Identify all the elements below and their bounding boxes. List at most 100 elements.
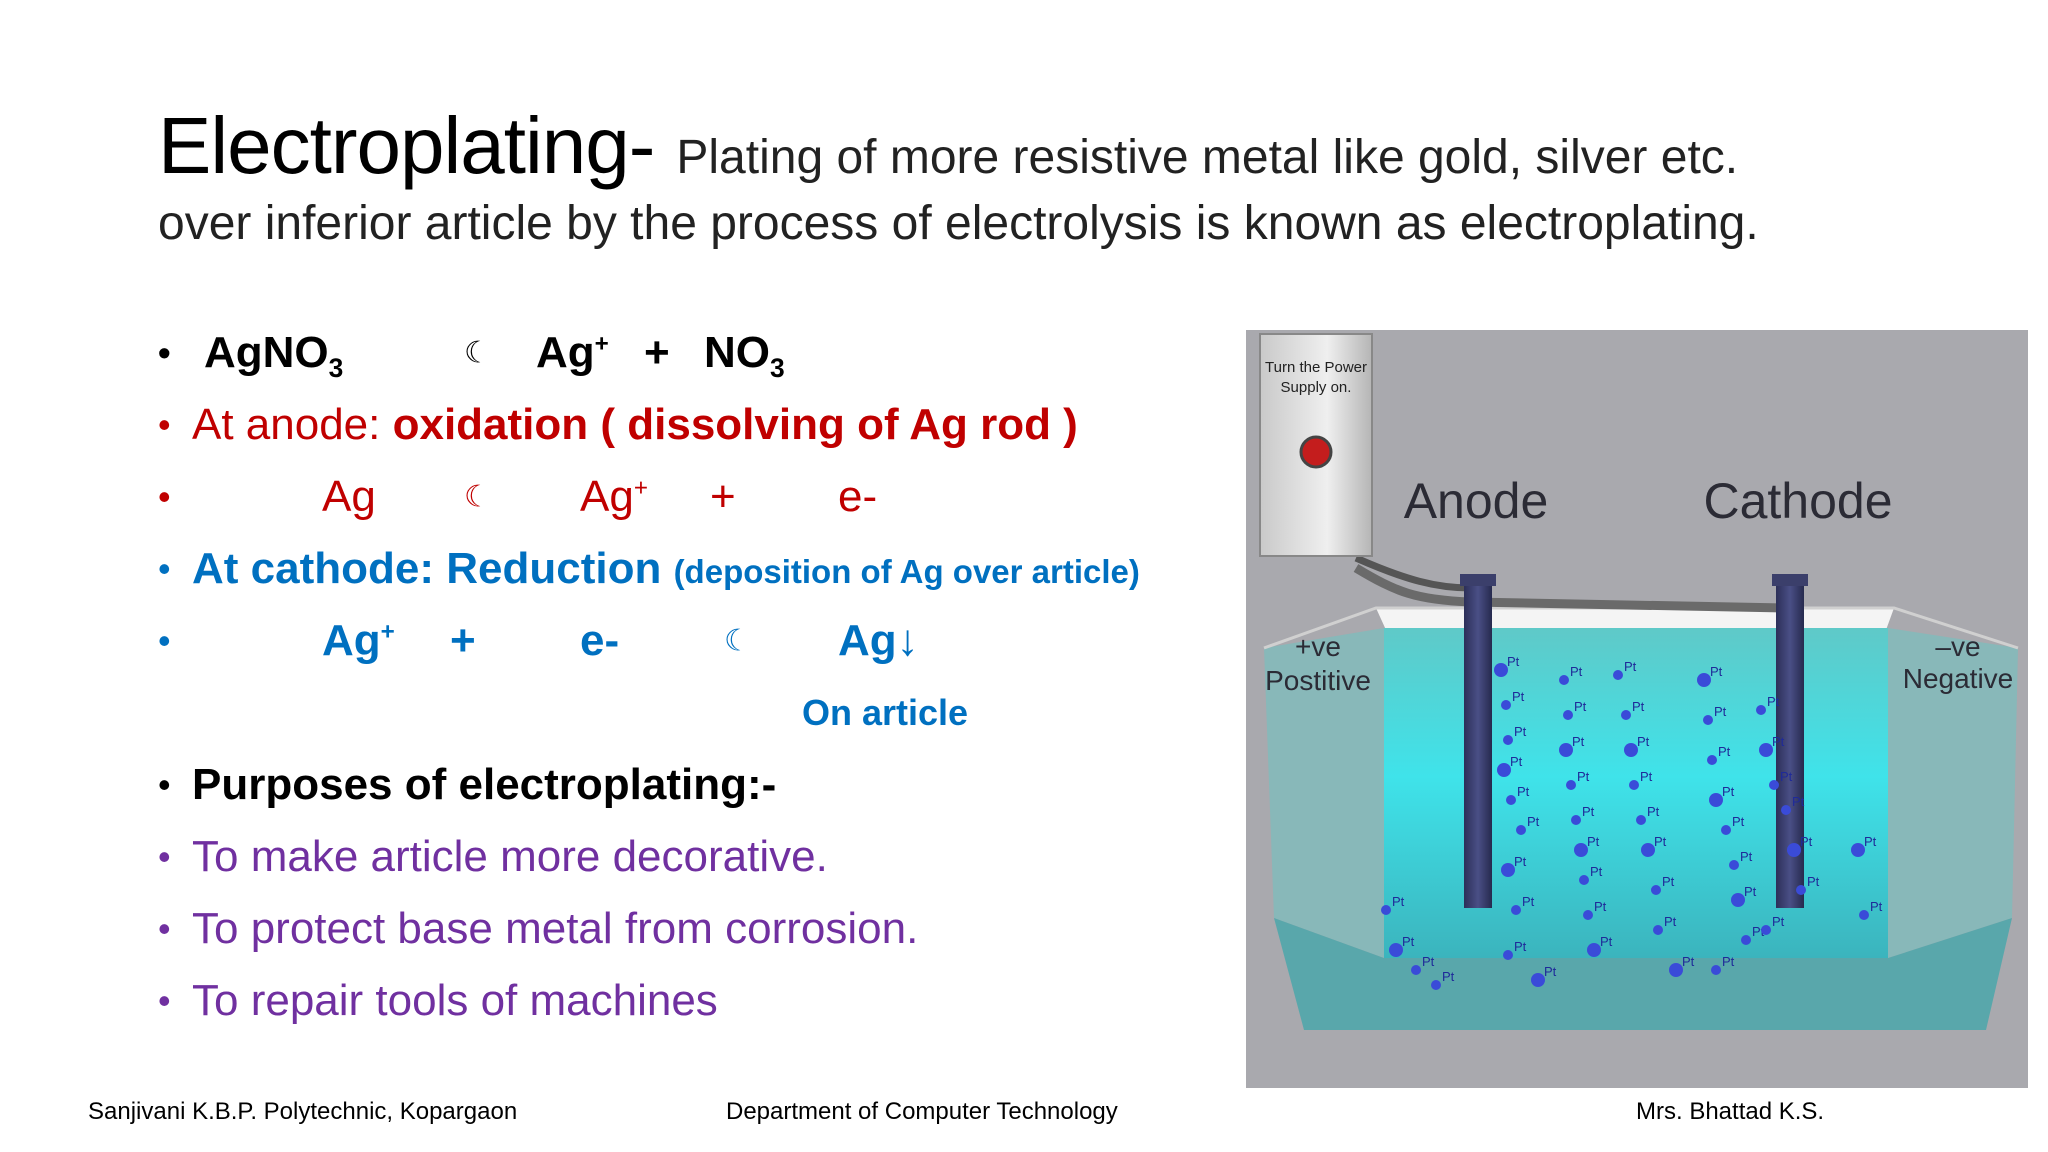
- ion-dot: [1587, 943, 1601, 957]
- reactant-ag: Ag: [322, 472, 376, 521]
- purpose-item-text: To repair tools of machines: [192, 976, 718, 1025]
- ion-dot: [1566, 780, 1576, 790]
- ion-dot: [1621, 710, 1631, 720]
- anode-label: Anode: [1404, 473, 1549, 529]
- ion-label: Pt: [1807, 874, 1820, 889]
- ion-dot: [1636, 815, 1646, 825]
- product-electron: e-: [838, 472, 878, 521]
- ion-label: Pt: [1800, 834, 1813, 849]
- ion-label: Pt: [1587, 834, 1600, 849]
- ion-label: Pt: [1514, 854, 1527, 869]
- bullet-reaction-silver-nitrate: • AgNO3 ☾ Ag+ + NO3: [158, 318, 785, 388]
- bullet-reaction-reduction: • Ag+ + e- ☾ Ag↓: [158, 606, 919, 676]
- ion-label: Pt: [1640, 769, 1653, 784]
- ion-dot: [1411, 965, 1421, 975]
- connecting-wire: [1353, 564, 1787, 613]
- ion-dot: [1559, 743, 1573, 757]
- ion-label: Pt: [1710, 664, 1723, 679]
- title-main: Electroplating-: [158, 101, 655, 190]
- ion-dot: [1711, 965, 1721, 975]
- ion-label: Pt: [1422, 954, 1435, 969]
- purpose-item-text: To make article more decorative.: [192, 832, 828, 881]
- plus-sign: +: [710, 472, 736, 521]
- anode-text: At anode: oxidation ( dissolving of Ag r…: [192, 400, 1078, 450]
- bullet-dot: •: [158, 836, 171, 877]
- power-button-icon: [1299, 435, 1333, 469]
- ion-label: Pt: [1442, 969, 1455, 984]
- footer-institution: Sanjivani K.B.P. Polytechnic, Kopargaon: [88, 1098, 518, 1125]
- ion-dot: [1641, 843, 1655, 857]
- bullet-reaction-oxidation: • Ag ☾ Ag+ + e-: [158, 462, 877, 532]
- ion-dot: [1516, 825, 1526, 835]
- ion-label: Pt: [1594, 899, 1607, 914]
- ion-label: Pt: [1752, 924, 1765, 939]
- ion-dot: [1796, 885, 1806, 895]
- cathode-label: Cathode: [1703, 473, 1892, 529]
- power-label-line-2: Supply on.: [1281, 379, 1352, 396]
- ion-dot: [1697, 673, 1711, 687]
- ion-dot: [1511, 905, 1521, 915]
- ion-label: Pt: [1590, 864, 1603, 879]
- tank-right-wall: [1888, 628, 2018, 958]
- ion-dot: [1729, 860, 1739, 870]
- ion-dot: [1613, 670, 1623, 680]
- ion-label: Pt: [1572, 734, 1585, 749]
- purpose-item: • To make article more decorative.: [158, 822, 828, 892]
- ion-dot: [1506, 795, 1516, 805]
- ion-label: Pt: [1772, 734, 1785, 749]
- ion-label: Pt: [1514, 724, 1527, 739]
- plus-sign: +: [450, 616, 476, 665]
- purpose-item: • To protect base metal from corrosion.: [158, 894, 918, 964]
- plus-sign: +: [644, 328, 670, 377]
- electrolyte-solution: [1384, 628, 1888, 958]
- bullet-purposes-heading: • Purposes of electroplating:-: [158, 750, 776, 820]
- ion-label: Pt: [1507, 654, 1520, 669]
- ion-label: Pt: [1582, 804, 1595, 819]
- bullet-dot: •: [158, 764, 171, 805]
- title-line-2: over inferior article by the process of …: [158, 197, 1759, 250]
- bullet-dot: •: [158, 548, 171, 589]
- anode-rod-cap: [1460, 574, 1496, 586]
- ion-dot: [1709, 793, 1723, 807]
- ion-dot: [1503, 950, 1513, 960]
- ion-dot: [1583, 910, 1593, 920]
- ion-label: Pt: [1544, 964, 1557, 979]
- platinum-ions: PtPtPtPtPtPtPtPtPtPtPtPtPtPtPtPtPtPtPtPt…: [1381, 654, 1883, 990]
- ion-label: Pt: [1514, 939, 1527, 954]
- ion-label: Pt: [1780, 769, 1793, 784]
- cathode-text: At cathode: Reduction (deposition of Ag …: [192, 544, 1140, 594]
- bullet-dot: •: [158, 404, 171, 445]
- ion-label: Pt: [1402, 934, 1415, 949]
- reaction-arrow-icon: ☾: [724, 624, 751, 658]
- ion-dot: [1756, 705, 1766, 715]
- ion-dot: [1497, 763, 1511, 777]
- ion-dot: [1707, 755, 1717, 765]
- title-subtitle: Plating of more resistive metal like gol…: [676, 131, 1739, 184]
- purpose-item-text: To protect base metal from corrosion.: [192, 904, 919, 953]
- ion-label: Pt: [1392, 894, 1405, 909]
- footer-author: Mrs. Bhattad K.S.: [1636, 1098, 1825, 1125]
- cathode-label: At cathode: Reduction: [192, 544, 674, 593]
- ion-dot: [1787, 843, 1801, 857]
- ion-label: Pt: [1682, 954, 1695, 969]
- ion-dot: [1503, 735, 1513, 745]
- reactant-agno3: AgNO3: [204, 328, 344, 383]
- ion-label: Pt: [1714, 704, 1727, 719]
- cathode-rod-cap: [1772, 574, 1808, 586]
- ion-label: Pt: [1740, 849, 1753, 864]
- ion-dot: [1731, 893, 1745, 907]
- ion-dot: [1859, 910, 1869, 920]
- ion-dot: [1531, 973, 1545, 987]
- ion-dot: [1624, 743, 1638, 757]
- ion-label: Pt: [1632, 699, 1645, 714]
- ion-label: Pt: [1527, 814, 1540, 829]
- reactant-ag-ion: Ag+: [322, 616, 395, 665]
- ion-dot: [1389, 943, 1403, 957]
- ion-dot: [1501, 863, 1515, 877]
- ion-label: Pt: [1732, 814, 1745, 829]
- ion-dot: [1494, 663, 1508, 677]
- purposes-heading: Purposes of electroplating:-: [192, 760, 777, 809]
- ion-dot: [1381, 905, 1391, 915]
- negative-sign-label: –ve: [1935, 631, 1980, 662]
- ion-label: Pt: [1654, 834, 1667, 849]
